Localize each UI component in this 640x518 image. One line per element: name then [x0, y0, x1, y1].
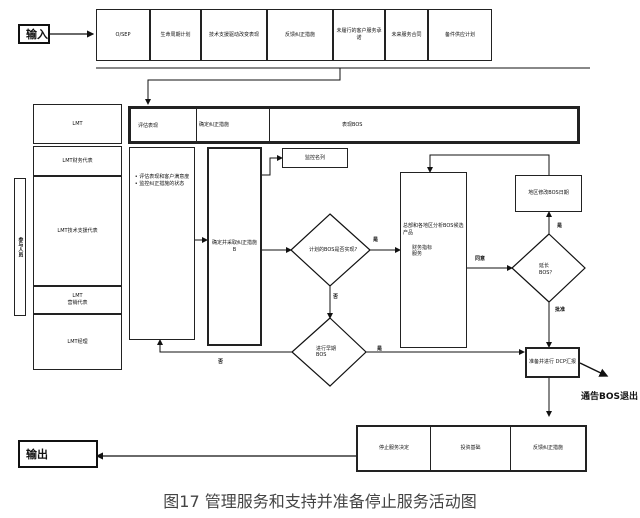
analysis-box: 总部和各地区分析BOS候选产品 财务指标 服务 [400, 172, 467, 348]
analysis-item-finance: 财务指标 [412, 244, 433, 251]
top-item-lifecycle: 生命周期计划 [150, 9, 201, 61]
output-feedback: 反馈纠正措施 [511, 427, 585, 470]
output-label: 输出 [26, 448, 48, 461]
output-stop-service: 停止服务决定 [358, 427, 431, 470]
assess-line-2: • 监控纠正措施的状态 [134, 180, 185, 187]
role-lmt-tech: LMT技术支援代表 [33, 176, 122, 286]
decision-extend-shape [511, 233, 586, 303]
output-box: 输出 [18, 440, 98, 468]
corrective-action-box: 确定并采取纠正措施B [207, 147, 262, 346]
edge-no-1: 否 [333, 294, 339, 300]
decision-early-bos-shape [291, 317, 367, 387]
top-item-tech-support: 技术支援驱动改变表现 [201, 9, 267, 61]
top-item-unfulfilled: 未履行的客户服务承诺 [333, 9, 385, 61]
assess-box: • 评估表现和客户满意度 • 监控纠正措施的状态 [129, 147, 195, 340]
top-item-spares-plan: 备件供应计划 [428, 9, 492, 61]
output-investment: 投资基础 [431, 427, 511, 470]
header-corrective: 确定纠正措施 [199, 121, 230, 128]
header-corrective-cell: 确定纠正措施 [196, 108, 270, 142]
decision-bos-achieved-shape [290, 213, 371, 287]
analysis-title: 总部和各地区分析BOS候选产品 [403, 223, 464, 236]
edge-approve: 批准 [555, 307, 566, 313]
regional-modify-box: 地区修改BOS日期 [515, 175, 582, 212]
analysis-item-service: 服务 [412, 251, 423, 258]
decision-early-bos-label: 进行早期BOS [316, 346, 337, 358]
header-assess: 评估表现 [138, 123, 159, 129]
role-lmt: LMT [33, 104, 122, 144]
edge-yes-2: 是 [377, 346, 383, 352]
role-lmt-marketing: LMT 营销代表 [33, 286, 122, 314]
figure-caption: 图17 管理服务和支持并准备停止服务活动图 [163, 492, 477, 511]
role-lmt-manager: LMT经理 [33, 314, 122, 370]
assess-line-1: • 评估表现和客户满意度 [134, 174, 190, 180]
decision-extend-label: 延长BOS？ [539, 263, 555, 276]
decision-bos-achieved-label: 计划的BOS是否实现? [309, 247, 358, 253]
roles-side-label: 参与人员 [17, 237, 24, 257]
monitor-box: 监控名列 [282, 148, 348, 168]
edge-agree: 同意 [475, 256, 486, 262]
prepare-dcp-box: 准备并进行 DCP汇报 [525, 347, 580, 378]
top-item-feedback: 反馈纠正措施 [267, 9, 333, 61]
exit-label: 通告BOS退出 [581, 392, 638, 402]
top-item-osep: O/SEP [96, 9, 150, 61]
role-lmt-finance: LMT财务代表 [33, 146, 122, 176]
top-item-future-contract: 未来服务合同 [385, 9, 428, 61]
input-box: 输入 [18, 24, 50, 44]
edge-no-2: 否 [218, 359, 224, 365]
input-label: 输入 [26, 28, 48, 41]
edge-extend-yes: 是 [557, 223, 563, 229]
header-bos: 表现BOS [342, 122, 363, 128]
edge-yes-1: 是 [373, 237, 379, 243]
roles-side-bar: 参与人员 [14, 178, 26, 316]
